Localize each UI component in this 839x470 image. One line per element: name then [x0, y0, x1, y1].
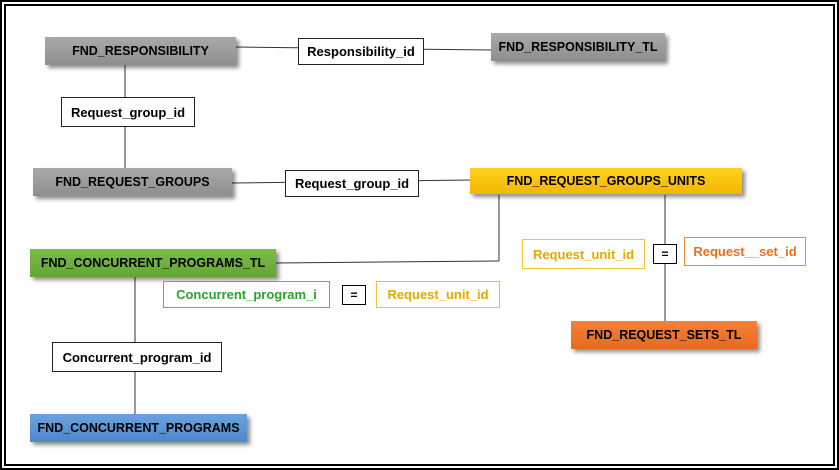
condition-equals-set: = [653, 244, 677, 264]
condition-request-set-id: Request__set_id [684, 237, 806, 266]
table-fnd-responsibility[interactable]: FND_RESPONSIBILITY [45, 37, 236, 65]
table-fnd-request-groups-units[interactable]: FND_REQUEST_GROUPS_UNITS [470, 168, 742, 194]
condition-concurrent-program-i: Concurrent_program_i [163, 281, 330, 308]
table-fnd-responsibility-tl[interactable]: FND_RESPONSIBILITY_TL [491, 33, 665, 61]
join-label-responsibility-id: Responsibility_id [298, 38, 424, 65]
table-fnd-request-sets-tl[interactable]: FND_REQUEST_SETS_TL [571, 321, 757, 349]
table-fnd-concurrent-programs[interactable]: FND_CONCURRENT_PROGRAMS [30, 414, 247, 442]
table-fnd-concurrent-programs-tl[interactable]: FND_CONCURRENT_PROGRAMS_TL [30, 249, 276, 277]
join-label-request-group-id-horizontal: Request_group_id [285, 170, 419, 197]
join-label-concurrent-program-id: Concurrent_program_id [52, 342, 222, 372]
diagram-inner-border [4, 4, 835, 466]
table-fnd-request-groups[interactable]: FND_REQUEST_GROUPS [33, 168, 232, 196]
condition-request-unit-id-set: Request_unit_id [522, 239, 645, 269]
join-label-request-group-id-vertical: Request_group_id [61, 97, 195, 127]
condition-request-unit-id-program: Request_unit_id [376, 281, 500, 308]
condition-equals-program: = [342, 285, 366, 305]
connector-units-to-programs-tl [275, 260, 500, 264]
